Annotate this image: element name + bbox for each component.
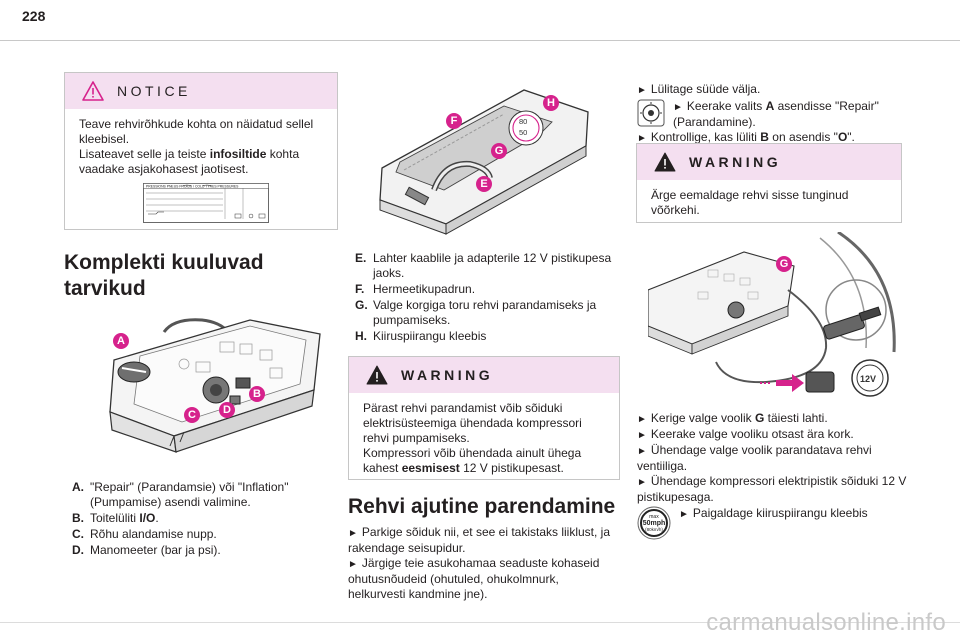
list-item: B.Toitelüliti I/O. bbox=[72, 511, 159, 525]
step-ignition-off: ►Lülitage süüde välja. bbox=[637, 82, 761, 96]
compressor-illustration bbox=[109, 318, 321, 453]
notice-text-1: Teave rehvirõhkude kohta on näidatud sel… bbox=[79, 117, 314, 146]
notice-title: NOTICE bbox=[117, 83, 191, 99]
callout-e: E bbox=[476, 176, 492, 192]
list-item: E.Lahter kaablile ja adapterile 12 V pis… bbox=[355, 251, 612, 280]
page-number: 228 bbox=[22, 8, 46, 24]
hose-connection-illustration: 12V bbox=[648, 232, 896, 397]
case-items-list: E.Lahter kaablile ja adapterile 12 V pis… bbox=[355, 251, 617, 345]
callout-g: G bbox=[491, 143, 507, 159]
list-item: H.Kiiruspiirangu kleebis bbox=[355, 329, 487, 343]
warning-triangle-icon bbox=[366, 365, 388, 385]
footer-divider bbox=[0, 622, 960, 623]
callout-a: A bbox=[113, 333, 129, 349]
step-connect-valve: ►Ühendage valge voolik parandatava rehvi… bbox=[637, 443, 872, 473]
callout-f: F bbox=[446, 113, 462, 129]
warning-text-2: Kompressori võib ühendada ainult ühega k… bbox=[363, 446, 582, 475]
header-divider bbox=[0, 40, 960, 41]
list-item: C.Rõhu alandamise nupp. bbox=[72, 527, 217, 541]
sealant-case-illustration: 80 50 bbox=[379, 89, 589, 235]
step-unroll-hose: ►Kerige valge voolik G täiesti lahti. bbox=[637, 411, 828, 425]
warning-title: WARNING bbox=[689, 154, 782, 170]
callout-g-hose: G bbox=[776, 256, 792, 272]
repair-step-2: ►Järgige teie asukohamaa seaduste kohase… bbox=[348, 556, 600, 601]
warning-triangle-icon bbox=[82, 81, 104, 101]
watermark: carmanualsonline.info bbox=[706, 609, 946, 636]
callout-h: H bbox=[543, 95, 559, 111]
selector-dial-icon bbox=[637, 99, 665, 127]
speed-sticker-50: 50 bbox=[519, 128, 527, 137]
speed-limit-sticker-icon: max 50mph (80km/h) bbox=[637, 506, 671, 540]
warning-triangle-icon bbox=[654, 152, 676, 172]
tyre-label-header: PRESSIONS PNEUS FROIDS / COLD TYRES PRES… bbox=[146, 184, 239, 188]
repair-heading: Rehvi ajutine parendamine bbox=[348, 495, 616, 518]
speed-max-label: max bbox=[649, 514, 659, 520]
step-remove-cap: ►Keerake valge vooliku otsast ära kork. bbox=[637, 427, 854, 441]
right-steps-bottom: ►Kerige valge voolik G täiesti lahti. ►K… bbox=[637, 411, 909, 540]
speed-sticker-80: 80 bbox=[519, 117, 527, 126]
callout-d: D bbox=[219, 402, 235, 418]
notice-box: NOTICE Teave rehvirõhkude kohta on näida… bbox=[64, 72, 338, 230]
tyre-pressure-label-image: PRESSIONS PNEUS FROIDS / COLD TYRES PRES… bbox=[143, 183, 269, 223]
warning-header: WARNING bbox=[349, 357, 619, 393]
step-check-switch: ►Kontrollige, kas lüliti B on asendis "O… bbox=[637, 130, 855, 144]
warning-box-compressor: WARNING Pärast rehvi parandamist võib sõ… bbox=[348, 356, 620, 480]
warning-title: WARNING bbox=[401, 367, 494, 383]
step-connect-plug: ►Ühendage kompressori elektripistik sõid… bbox=[637, 474, 907, 504]
notice-text-2: Lisateavet selle ja teiste infosiltide k… bbox=[79, 147, 300, 176]
repair-step-1: ►Parkige sõiduk nii, et see ei takistaks… bbox=[348, 525, 611, 555]
kit-items-list: A."Repair" (Parandamsie) või "Inflation"… bbox=[72, 480, 340, 559]
warning-text-1: Pärast rehvi parandamist võib sõiduki el… bbox=[363, 401, 582, 445]
speed-value-label: 50mph bbox=[643, 520, 666, 527]
step-select-repair: ►Keerake valits A asendisse "Repair" (Pa… bbox=[637, 99, 909, 130]
list-item: D.Manomeeter (bar ja psi). bbox=[72, 543, 221, 557]
speed-kmh-label: (80km/h) bbox=[645, 527, 663, 532]
callout-c: C bbox=[184, 407, 200, 423]
warning-header: WARNING bbox=[637, 144, 901, 180]
warning-text: Ärge eemaldage rehvi sisse tunginud võõr… bbox=[651, 188, 849, 217]
list-item: A."Repair" (Parandamsie) või "Inflation"… bbox=[72, 480, 289, 509]
list-item: G.Valge korgiga toru rehvi parandamiseks… bbox=[355, 298, 597, 327]
socket-12v-label: 12V bbox=[860, 374, 876, 384]
notice-header: NOTICE bbox=[65, 73, 337, 109]
list-item: F.Hermeetikupadrun. bbox=[355, 282, 476, 296]
repair-steps: ►Parkige sõiduk nii, et see ei takistaks… bbox=[348, 525, 618, 602]
kit-heading: Komplekti kuuluvad tarvikud bbox=[64, 251, 264, 300]
step-speed-sticker: max 50mph (80km/h) ►Paigaldage kiiruspii… bbox=[637, 506, 909, 540]
warning-box-foreign-object: WARNING Ärge eemaldage rehvi sisse tungi… bbox=[636, 143, 902, 223]
callout-b: B bbox=[249, 386, 265, 402]
right-steps-top: ►Lülitage süüde välja. ►Keerake valits A… bbox=[637, 82, 909, 146]
